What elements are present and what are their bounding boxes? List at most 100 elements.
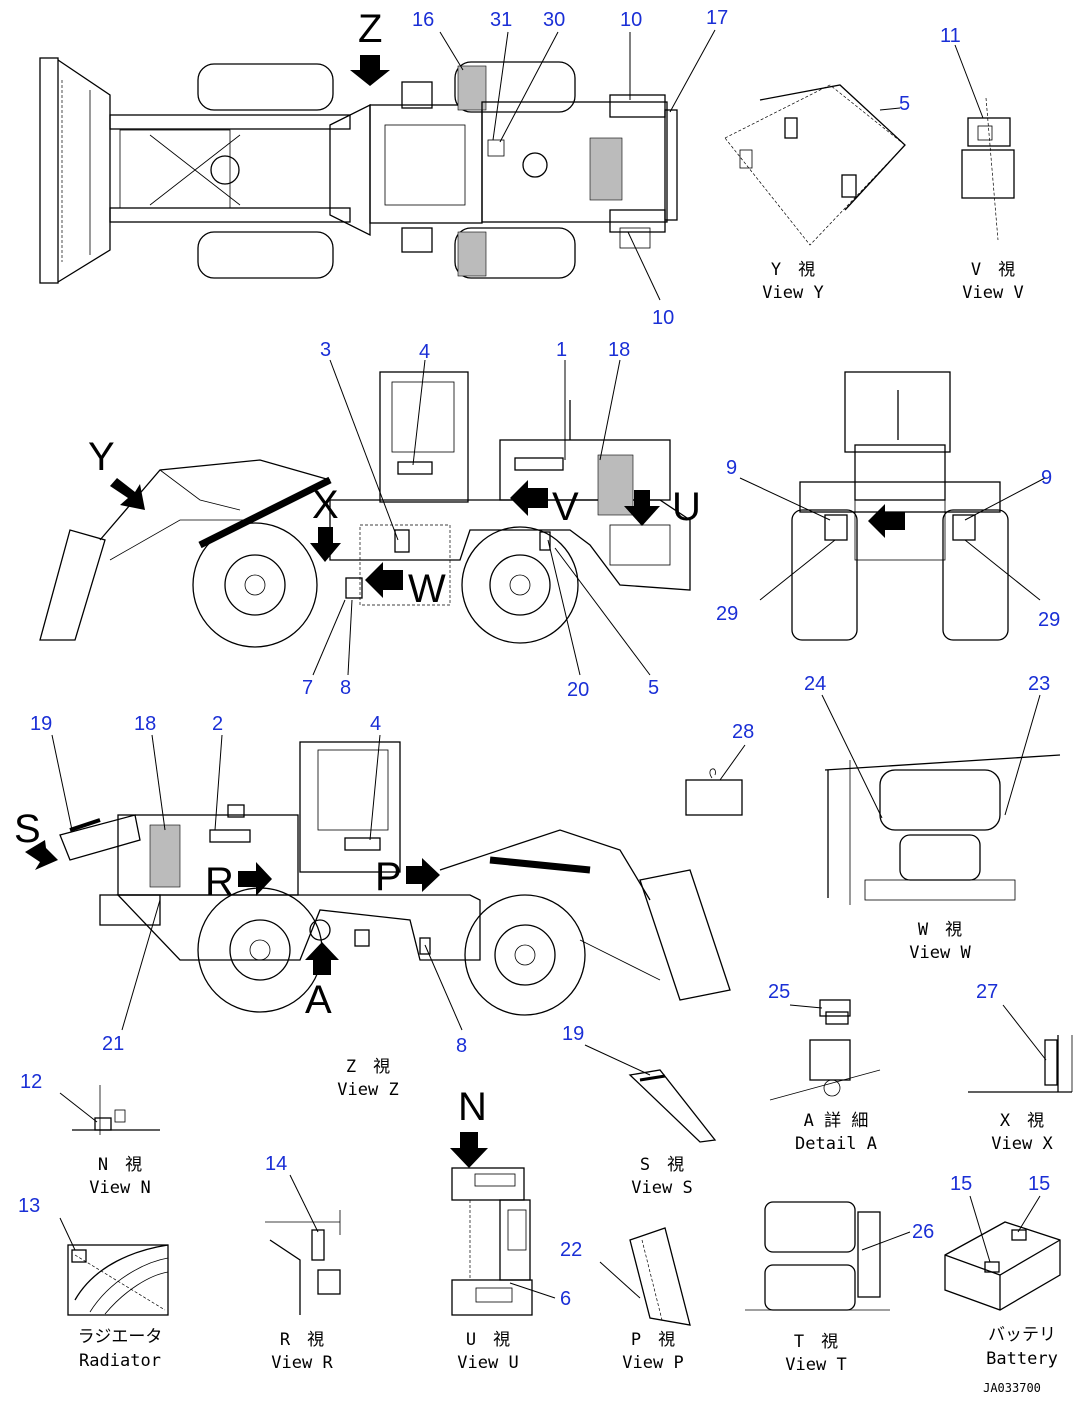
caption-view-z-jp: Z 視 — [346, 1057, 390, 1077]
view-letter-x: X — [312, 483, 339, 527]
callout-9: 9 — [726, 457, 737, 479]
view-arrow-x — [310, 527, 341, 562]
callout-21: 21 — [102, 1033, 124, 1055]
view-arrow-front — [868, 504, 905, 538]
callout-7: 7 — [302, 677, 313, 699]
callout-8: 8 — [340, 677, 351, 699]
view-letter-w: W — [408, 567, 446, 611]
caption-view-r-jp: R 視 — [280, 1330, 324, 1350]
callout-4: 4 — [370, 713, 381, 735]
caption-view-r-en: View R — [271, 1353, 333, 1373]
callout-27: 27 — [976, 981, 998, 1003]
view-captions: Y 視 View Y V 視 View V W 視 View W Z 視 Vie… — [78, 260, 1058, 1375]
caption-radiator-en: Radiator — [79, 1351, 161, 1371]
callout-18: 18 — [134, 713, 156, 735]
view-s-drawing — [628, 1069, 717, 1143]
callout-1: 1 — [556, 339, 567, 361]
detail-a-drawing — [769, 999, 881, 1101]
view-arrow-w — [365, 562, 403, 598]
view-arrow-a — [305, 942, 339, 975]
view-w-drawing — [824, 754, 1061, 905]
drawing-id: JA033700 — [983, 1381, 1041, 1395]
caption-view-y-jp: Y 視 — [771, 260, 815, 280]
leader-lines — [51, 29, 1047, 1299]
view-letter-p: P — [375, 855, 402, 899]
caption-view-n-en: View N — [89, 1178, 150, 1198]
callout-19: 19 — [562, 1023, 584, 1045]
callout-20: 20 — [567, 679, 589, 701]
view-arrow-u — [624, 490, 660, 526]
callout-8: 8 — [456, 1035, 467, 1057]
caption-view-w-en: View W — [909, 943, 971, 963]
caption-view-v-jp: V 視 — [971, 260, 1015, 280]
view-arrow-n — [450, 1132, 488, 1168]
view-letter-r: R — [205, 860, 234, 904]
caption-view-y-en: View Y — [762, 283, 823, 303]
view-letter-u: U — [672, 485, 701, 529]
view-letter-v: V — [552, 485, 579, 529]
view-letter-s: S — [14, 807, 41, 851]
view-n-drawing — [72, 1085, 160, 1135]
caption-view-s-en: View S — [631, 1178, 692, 1198]
view-letter-n: N — [458, 1085, 487, 1129]
callout-3: 3 — [320, 339, 331, 361]
callout-14: 14 — [265, 1153, 287, 1175]
front-view-machine — [791, 371, 1009, 641]
view-arrow-v — [510, 480, 548, 516]
callout-22: 22 — [560, 1239, 582, 1261]
caption-view-t-en: View T — [785, 1355, 846, 1375]
view-t-drawing — [745, 1201, 890, 1311]
caption-view-p-jp: P 視 — [631, 1330, 675, 1350]
view-u-drawing — [451, 1167, 533, 1316]
view-arrow-p — [406, 858, 440, 892]
callout-26: 26 — [912, 1221, 934, 1243]
callout-numbers: 16 31 30 10 17 10 5 11 3 4 1 18 7 8 20 5… — [18, 7, 1060, 1310]
callout-15: 15 — [1028, 1173, 1050, 1195]
caption-detail-a-jp: A 詳 細 — [804, 1111, 869, 1131]
callout-5: 5 — [899, 93, 910, 115]
callout-18: 18 — [608, 339, 630, 361]
callout-28: 28 — [732, 721, 754, 743]
caption-battery-en: Battery — [986, 1349, 1058, 1369]
callout-29: 29 — [716, 603, 738, 625]
callout-13: 13 — [18, 1195, 40, 1217]
callout-23: 23 — [1028, 673, 1050, 695]
view-r-drawing — [265, 1210, 341, 1315]
left-side-view-machine — [39, 371, 691, 648]
caption-view-z-en: View Z — [337, 1080, 398, 1100]
view-arrow-r — [238, 862, 272, 896]
callout-31: 31 — [490, 9, 512, 31]
view-x-drawing — [968, 1035, 1073, 1093]
caption-view-s-jp: S 視 — [640, 1155, 684, 1175]
caption-view-x-jp: X 視 — [1000, 1111, 1044, 1131]
callout-25: 25 — [768, 981, 790, 1003]
view-arrow-z — [350, 55, 390, 86]
callout-11: 11 — [940, 25, 961, 47]
view-v-drawing — [961, 97, 1015, 241]
callout-2: 2 — [212, 713, 223, 735]
callout-15: 15 — [950, 1173, 972, 1195]
view-arrow-s — [25, 840, 58, 870]
caption-view-t-jp: T 視 — [794, 1332, 838, 1352]
radiator-drawing — [67, 1244, 169, 1316]
caption-view-p-en: View P — [622, 1353, 683, 1373]
callout-16: 16 — [412, 9, 434, 31]
view-y-drawing — [724, 84, 906, 246]
right-side-view-machine — [59, 741, 731, 1016]
callout-10: 10 — [652, 307, 674, 329]
callout-17: 17 — [706, 7, 728, 29]
callout-5: 5 — [648, 677, 659, 699]
callout-12: 12 — [20, 1071, 42, 1093]
callout-6: 6 — [560, 1288, 571, 1310]
view-letter-a: A — [305, 978, 332, 1022]
caption-view-n-jp: N 視 — [98, 1155, 142, 1175]
caption-view-u-en: View U — [457, 1353, 518, 1373]
caption-view-v-en: View V — [962, 283, 1023, 303]
caption-view-w-jp: W 視 — [918, 920, 962, 940]
caption-view-x-en: View X — [991, 1134, 1053, 1154]
battery-drawing — [944, 1221, 1061, 1311]
caption-detail-a-en: Detail A — [795, 1134, 877, 1154]
caption-view-u-jp: U 視 — [466, 1330, 510, 1350]
caption-battery-jp: バッテリ — [988, 1325, 1056, 1345]
